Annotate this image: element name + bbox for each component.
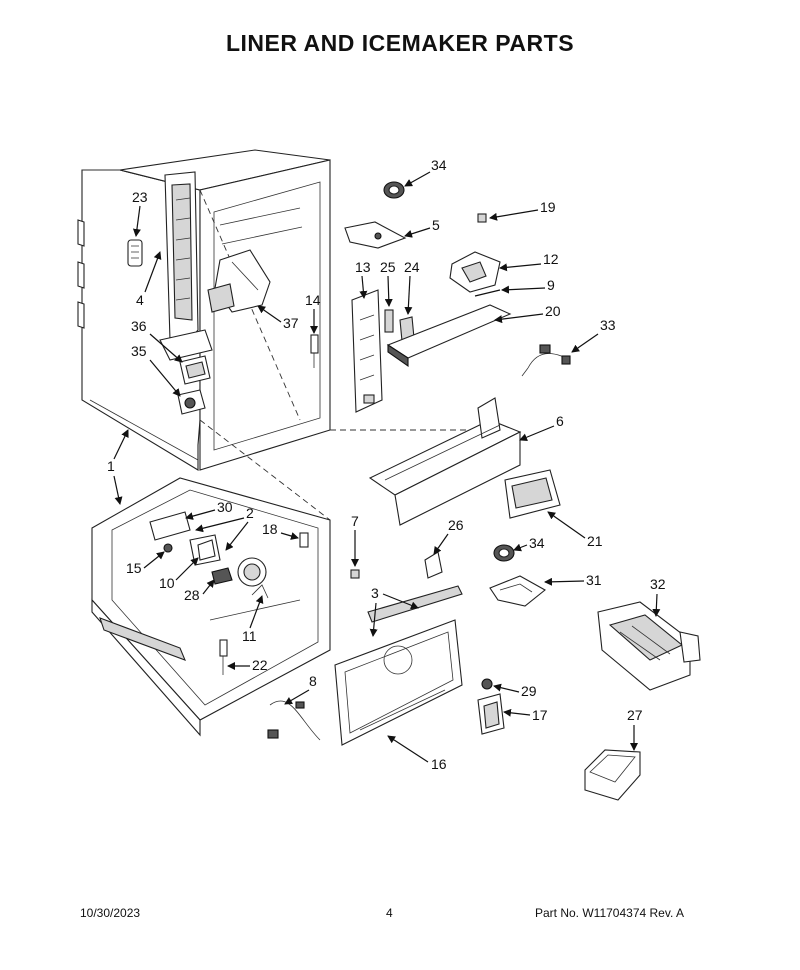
callout-24: 24 [404, 259, 420, 275]
callout-5: 5 [432, 217, 440, 233]
part-3-gasket [367, 585, 463, 623]
callouts: 34 23 5 19 12 13 25 24 9 4 14 20 37 33 3… [107, 157, 666, 772]
callout-11: 11 [242, 628, 257, 644]
part-26 [424, 551, 443, 579]
footer-page-number: 4 [386, 906, 393, 920]
part-25 [384, 309, 394, 333]
part-10 [197, 539, 216, 561]
callout-31: 31 [586, 572, 602, 588]
callout-6: 6 [556, 413, 564, 429]
callout-34-upper: 34 [431, 157, 447, 173]
part-5-bracket [344, 221, 407, 249]
callout-19: 19 [540, 199, 556, 215]
callout-28: 28 [184, 587, 200, 603]
callout-2: 2 [246, 505, 254, 521]
part-14 [310, 334, 319, 368]
part-20-cover [386, 304, 512, 368]
part-fan [237, 557, 267, 587]
callout-30: 30 [217, 499, 233, 515]
part-6-housing [368, 397, 522, 526]
part-36 [179, 355, 211, 385]
part-13-control-housing [351, 289, 383, 413]
callout-15: 15 [126, 560, 142, 576]
footer-date: 10/30/2023 [80, 906, 141, 920]
callout-23: 23 [132, 189, 148, 205]
part-30 [149, 511, 191, 541]
callout-27: 27 [627, 707, 643, 723]
part-8-harness [267, 700, 321, 741]
part-15 [163, 543, 173, 553]
callout-17: 17 [532, 707, 548, 723]
part-17 [477, 693, 505, 735]
callout-33: 33 [600, 317, 616, 333]
callout-36: 36 [131, 318, 147, 334]
part-35 [177, 389, 206, 415]
part-4-duct [159, 171, 213, 361]
part-34-upper [383, 181, 405, 199]
callout-13: 13 [355, 259, 371, 275]
callout-1: 1 [107, 458, 115, 474]
part-21 [504, 469, 561, 519]
callout-4: 4 [136, 292, 144, 308]
callout-12: 12 [543, 251, 559, 267]
callout-18: 18 [262, 521, 278, 537]
part-33-wire-harness [521, 344, 571, 377]
part-9 [474, 289, 501, 297]
part-23 [127, 239, 143, 267]
footer-part-number: Part No. W11704374 Rev. A [535, 906, 684, 920]
callout-21: 21 [587, 533, 603, 549]
part-12 [449, 251, 501, 293]
callout-32: 32 [650, 576, 666, 592]
callout-3: 3 [371, 585, 379, 601]
part-31 [489, 575, 546, 607]
part-37 [207, 249, 271, 313]
callout-37: 37 [283, 315, 299, 331]
callout-29: 29 [521, 683, 537, 699]
callout-20: 20 [545, 303, 561, 319]
callout-26: 26 [448, 517, 464, 533]
callout-35: 35 [131, 343, 147, 359]
callout-9: 9 [547, 277, 555, 293]
part-22 [219, 639, 228, 675]
page-title: LINER AND ICEMAKER PARTS [225, 30, 575, 56]
part-32-icemaker [597, 601, 701, 691]
part-34-lower [493, 544, 515, 562]
part-18 [299, 532, 309, 548]
callout-7: 7 [351, 513, 359, 529]
callout-14: 14 [305, 292, 321, 308]
freezer-liner [91, 477, 331, 737]
callout-16: 16 [431, 756, 447, 772]
part-7 [350, 569, 360, 579]
part-29 [481, 678, 493, 690]
part-27-ice-bin [584, 749, 641, 801]
callout-25: 25 [380, 259, 396, 275]
callout-34-lower: 34 [529, 535, 545, 551]
callout-22: 22 [252, 657, 268, 673]
part-19 [477, 213, 487, 223]
callout-8: 8 [309, 673, 317, 689]
part-11 [251, 584, 269, 599]
callout-10: 10 [159, 575, 175, 591]
part-16-panel [334, 619, 463, 746]
